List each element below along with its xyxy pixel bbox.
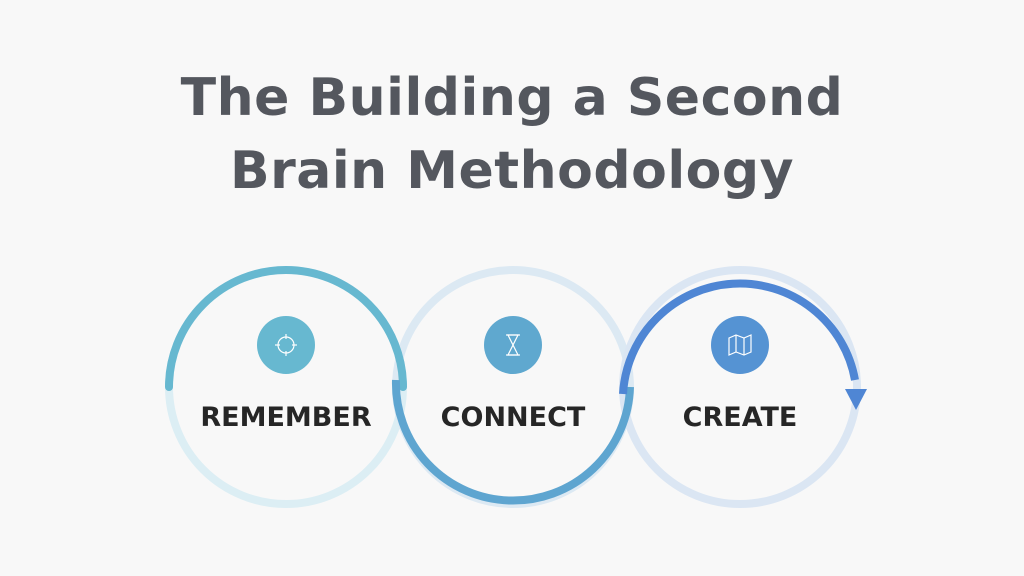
arrow-head-icon xyxy=(845,389,867,410)
title-line-2: Brain Methodology xyxy=(229,141,795,201)
step-label-create: CREATE xyxy=(682,402,798,433)
create-track xyxy=(619,266,861,508)
hourglass-icon xyxy=(506,334,520,356)
map-icon xyxy=(728,334,752,356)
page-title: The Building a Second Brain Methodology xyxy=(0,62,1024,208)
title-line-1: The Building a Second xyxy=(180,68,844,128)
crosshair-icon xyxy=(275,334,297,356)
step-label-remember: REMEMBER xyxy=(200,402,372,433)
step-label-connect: CONNECT xyxy=(440,402,586,433)
create-icon-bg xyxy=(711,316,769,374)
create-arc xyxy=(619,279,859,395)
connect-arc xyxy=(391,379,634,505)
remember-arc xyxy=(165,266,407,391)
remember-icon-bg xyxy=(257,316,315,374)
